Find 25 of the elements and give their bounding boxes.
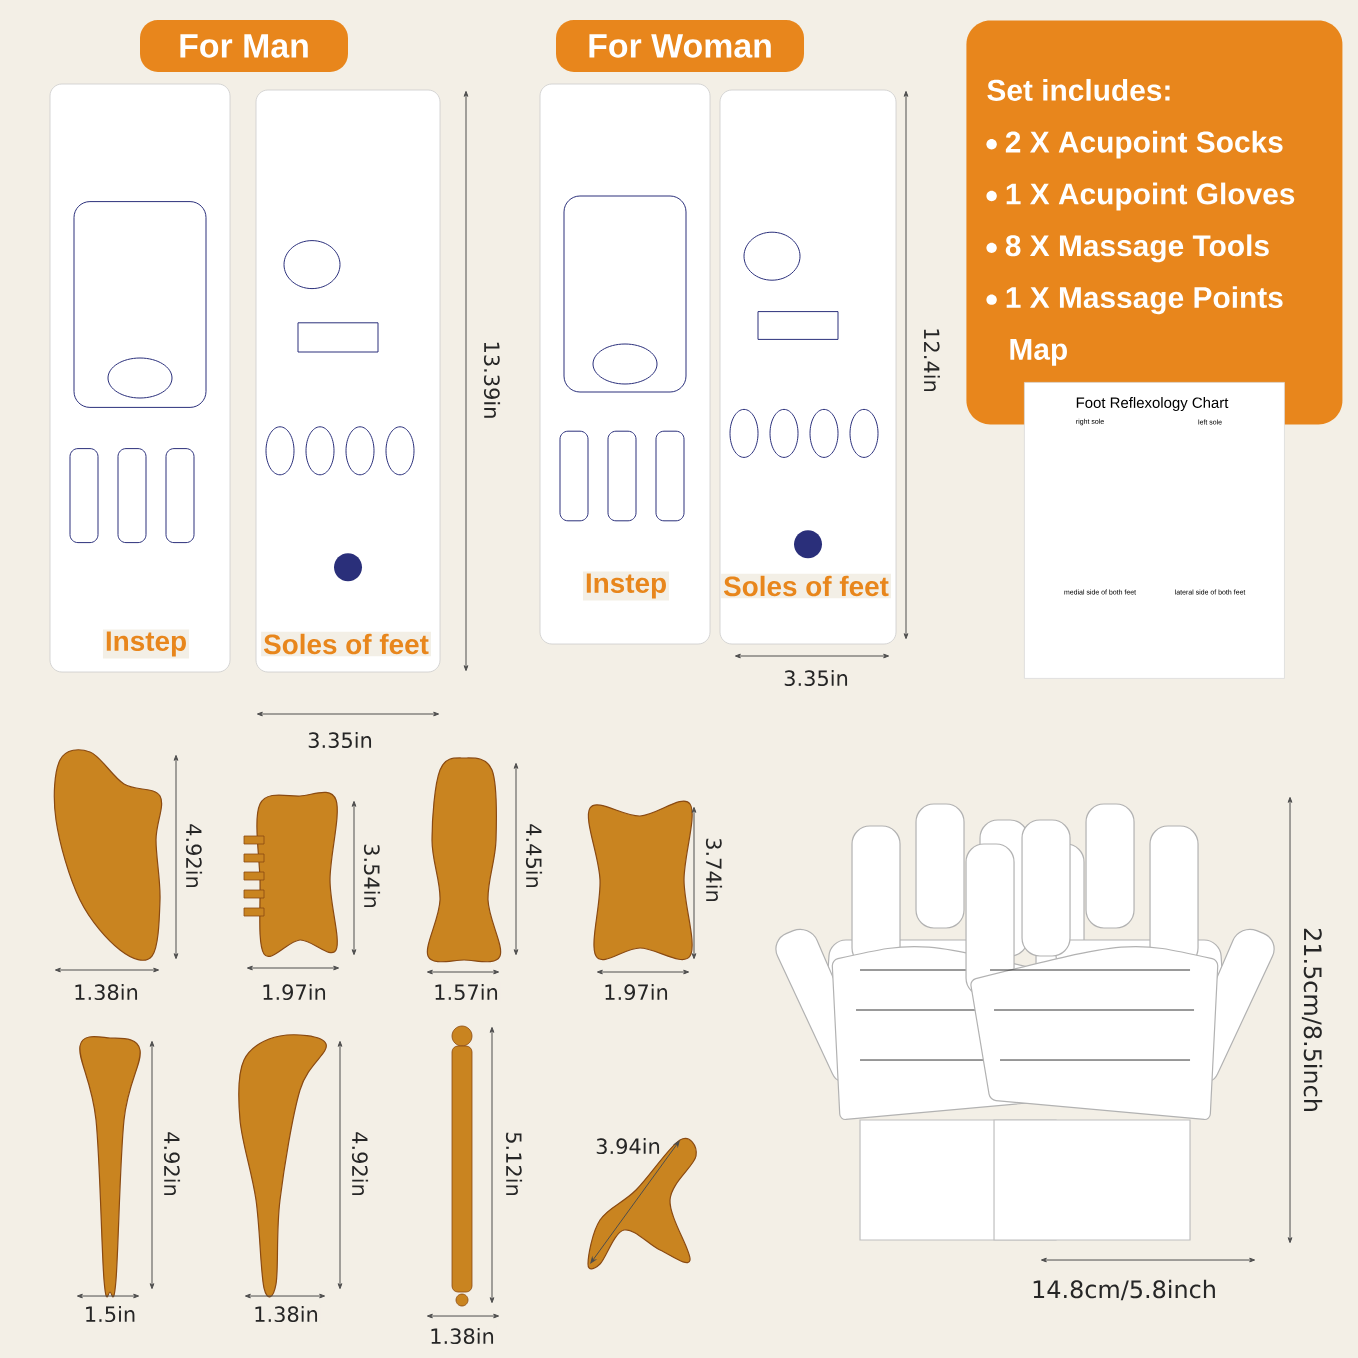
dimension-label: 3.54in xyxy=(361,841,383,911)
dimension-label: 3.35in xyxy=(305,729,375,751)
category-badge: For Woman xyxy=(556,20,804,72)
dimension-label: 1.57in xyxy=(431,981,501,1003)
category-badge: For Man xyxy=(140,20,348,72)
dimension-label: 1.38in xyxy=(251,1303,321,1325)
dimension-label: 3.74in xyxy=(703,835,725,905)
dimension-label: 4.92in xyxy=(349,1129,371,1199)
sock-side-label: Instep xyxy=(582,571,670,601)
sock-side-label: Soles of feet xyxy=(721,573,891,599)
dimension-label: 1.97in xyxy=(259,981,329,1003)
dimension-label: 14.8cm/5.8inch xyxy=(1029,1277,1219,1303)
sock-side-label: Instep xyxy=(102,629,190,659)
dimension-label: 5.12in xyxy=(503,1129,525,1199)
dimension-label: 1.38in xyxy=(71,981,141,1003)
dimension-label: 3.35in xyxy=(781,667,851,689)
dimension-label: 12.4in xyxy=(922,325,942,395)
dimension-label: 1.97in xyxy=(601,981,671,1003)
dimension-label: 21.5cm/8.5inch xyxy=(1299,925,1325,1115)
dimension-label: 1.38in xyxy=(427,1325,497,1347)
dimension-label: 3.94in xyxy=(593,1135,663,1157)
dimension-label: 4.45in xyxy=(523,821,545,891)
dimension-label: 4.92in xyxy=(161,1129,183,1199)
sock-side-label: Soles of feet xyxy=(261,631,431,657)
dimension-label: 4.92in xyxy=(183,821,205,891)
